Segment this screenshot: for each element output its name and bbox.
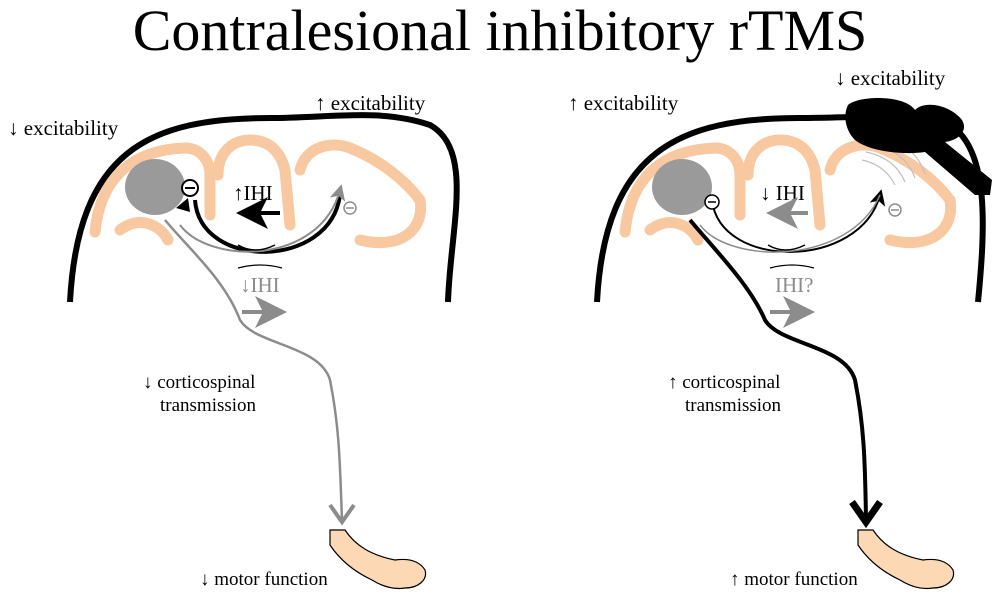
left-ihi-arc-strong <box>193 194 342 254</box>
left-corticospinal-tract <box>164 219 344 521</box>
left-inhibition-wedge <box>176 198 190 212</box>
left-tract-arrowhead <box>328 503 356 526</box>
right-corticospinal-tract <box>688 218 868 519</box>
left-skull-outline <box>67 112 460 303</box>
right-right-hemisphere-label: ↓ excitability <box>835 66 946 90</box>
right-left-hemisphere-label: ↑ excitability <box>568 91 679 115</box>
left-tract-label-1: ↓ corticospinal <box>143 372 255 393</box>
left-left-hemisphere-label: ↓ excitability <box>8 116 119 140</box>
page-title: Contralesional inhibitory rTMS <box>133 0 868 63</box>
right-cortex-fold <box>644 217 704 246</box>
left-arm-icon <box>329 529 427 590</box>
right-tract-arrowhead <box>849 499 883 529</box>
left-cortex-fold <box>114 217 174 246</box>
right-ihi-question-label: IHI? <box>775 273 813 297</box>
right-lesion <box>652 159 712 215</box>
left-ihi-strong-label: ↑IHI <box>233 181 273 205</box>
right-ihi-arc-weak <box>699 194 881 253</box>
left-ihi-arc-weak <box>179 184 346 253</box>
left-panel: ↑IHI ↓IHI ↓ excitability ↑ excitability … <box>8 91 460 590</box>
left-outcome-label: ↓ motor function <box>200 569 328 590</box>
right-ihi-weak-label: ↓ IHI <box>760 181 805 205</box>
left-lesion <box>125 159 185 215</box>
right-tract-label-2: transmission <box>685 395 782 416</box>
left-tract-label-2: transmission <box>160 395 257 416</box>
left-right-hemisphere-label: ↑ excitability <box>315 91 426 115</box>
right-panel: ↓ IHI IHI? ↑ excitability ↓ excitability… <box>568 66 992 590</box>
right-outcome-label: ↑ motor function <box>730 569 858 590</box>
left-cortex <box>89 134 427 249</box>
right-cortex <box>619 134 957 249</box>
right-tract-label-1: ↑ corticospinal <box>668 372 780 393</box>
right-arm-icon <box>857 529 955 590</box>
left-ihi-weak-label: ↓IHI <box>240 273 280 297</box>
tms-coil-icon <box>845 98 992 195</box>
